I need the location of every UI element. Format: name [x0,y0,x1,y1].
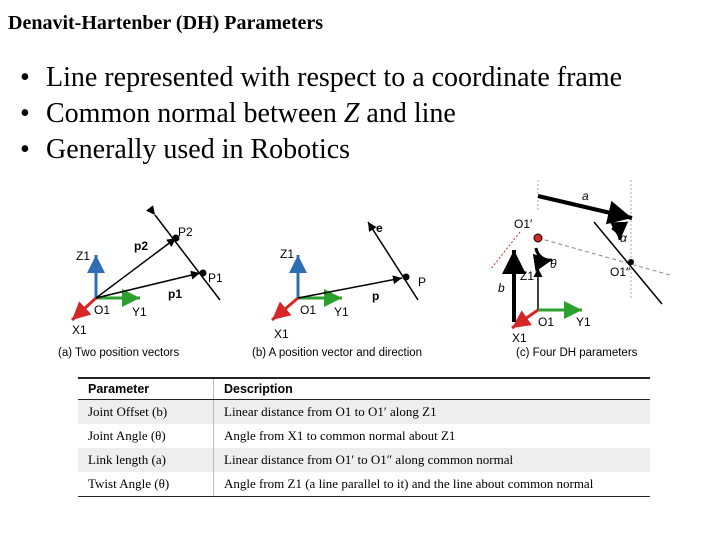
label-z: Z1 [280,247,294,261]
cell-parameter: Joint Angle (θ) [78,424,214,448]
table-row: Joint Angle (θ) Angle from X1 to common … [78,424,650,448]
link-length-a [537,194,633,225]
label-p2: P2 [178,225,193,239]
table-row: Joint Offset (b) Linear distance from O1… [78,399,650,424]
vector-p2 [95,237,177,299]
label-origin: O1 [300,303,316,317]
line [593,221,663,305]
table-header-row: Parameter Description [78,377,650,400]
bullet-list: •Line represented with respect to a coor… [20,60,622,168]
label-y: Y1 [334,305,349,319]
cell-parameter: Link length (a) [78,448,214,472]
label-origin: O1 [94,303,110,317]
label-p: P [418,275,426,289]
figure-two-position-vectors: Z1 Y1 X1 O1 P2 P1 p2 p1 [60,200,240,340]
label-b: b [498,281,505,295]
theta-arc [532,247,553,272]
slide-title: Denavit-Hartenber (DH) Parameters [8,12,324,34]
figure-position-vector-direction: Z1 Y1 X1 O1 P p e [258,210,438,341]
table-row: Link length (a) Linear distance from O1′… [78,448,650,472]
label-x: X1 [72,323,87,337]
caption-c: (c) Four DH parameters [516,347,638,359]
bullet-item: •Line represented with respect to a coor… [20,62,623,93]
bullet-text-em: Z [343,98,360,129]
column-header-description: Description [213,377,650,400]
vector-p1 [95,270,201,299]
dh-parameter-table: Parameter Description Joint Offset (b) L… [78,377,650,497]
label-o1-prime: O1′ [514,217,533,231]
label-o1-double-prime: O1″ [610,265,631,279]
cell-description: Linear distance from O1 to O1′ along Z1 [213,399,650,424]
label-y: Y1 [576,315,591,329]
point-o1-prime [533,233,543,243]
column-header-parameter: Parameter [78,377,214,400]
label-e: e [376,221,383,235]
label-y: Y1 [132,305,147,319]
label-vec-p2: p2 [134,239,148,253]
point-p1 [199,269,207,277]
table-row: Twist Angle (θ) Angle from Z1 (a line pa… [78,472,650,497]
bullet-text: Line represented with respect to a coord… [46,62,623,93]
cell-parameter: Twist Angle (θ) [78,472,214,497]
figure-four-dh-parameters: a O1′ O1″ θ α Z1 Y1 X1 O1 b [489,180,680,345]
vector-p [297,275,403,299]
cell-description: Angle from X1 to common normal about Z1 [224,428,456,443]
x-axis [511,308,539,330]
label-x: X1 [274,327,289,341]
point-p2 [172,234,180,242]
x-axis [271,296,299,322]
cell-parameter: Joint Offset (b) [78,399,214,424]
label-a: a [582,189,589,203]
label-z: Z1 [520,269,534,283]
caption-b: (b) A position vector and direction [252,347,423,359]
point-o1-double-prime [628,259,634,265]
label-origin: O1 [538,315,554,329]
label-vec-p: p [372,289,379,303]
line-through-points [145,205,221,301]
label-alpha: α [620,231,628,245]
label-p1: P1 [208,271,223,285]
bullet-text-post: and line [359,98,456,129]
bullet-text-pre: Common normal between [46,98,344,129]
label-x: X1 [512,331,527,345]
direction-line [367,221,419,301]
figure-b-diagram: Z1 Y1 X1 O1 P p e [271,221,426,341]
point-p [402,273,410,281]
figure-a-diagram: Z1 Y1 X1 O1 P2 P1 p2 p1 [70,205,223,337]
bullet-item: •Common normal between Z and line [20,98,456,129]
label-z: Z1 [76,249,90,263]
figure-c-diagram: a O1′ O1″ θ α Z1 Y1 X1 O1 b [489,180,671,345]
cell-description: Angle from Z1 (a line parallel to it) an… [213,472,650,497]
caption-a: (a) Two position vectors [58,347,180,359]
label-theta: θ [550,257,557,271]
common-normal [537,237,671,276]
alpha-arc [610,221,629,241]
cell-description: Linear distance from O1′ to O1″ along co… [213,448,650,472]
x-axis [70,296,98,322]
bullet-item: •Generally used in Robotics [20,134,351,165]
label-vec-p1: p1 [168,287,182,301]
bullet-text: Generally used in Robotics [46,134,351,165]
